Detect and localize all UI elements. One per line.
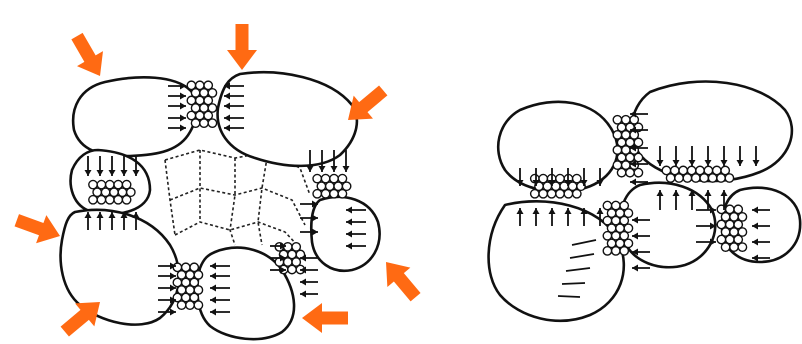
orange-load-arrow	[375, 252, 428, 307]
pore-bubble	[321, 190, 329, 198]
grain-right	[311, 197, 379, 271]
pore-bubble	[556, 190, 564, 198]
pore-bubble	[531, 190, 539, 198]
r-contact-vertical-3	[717, 205, 746, 251]
grain-r-top	[632, 82, 792, 182]
contact-cluster-left	[89, 180, 135, 204]
r-contact-diagonal	[662, 166, 733, 182]
contact-cluster-bottom	[173, 263, 202, 309]
orange-load-arrow	[302, 303, 348, 333]
pore-bubble	[330, 190, 338, 198]
pore-bubble	[564, 190, 572, 198]
pore-bubble	[89, 196, 97, 204]
contact-cluster-top	[187, 81, 216, 127]
pore-bubble	[612, 247, 620, 255]
pore-bubble	[738, 243, 746, 251]
pore-bubble	[208, 119, 216, 127]
grain-top-left	[73, 77, 197, 156]
contact-cluster-right	[313, 174, 351, 198]
force-arrow	[300, 279, 318, 286]
pore-bubble	[603, 247, 611, 255]
force-arrow	[300, 291, 318, 298]
pore-bubble	[122, 196, 130, 204]
right-panel	[489, 82, 801, 321]
pore-bubble	[338, 190, 346, 198]
orange-load-arrow	[12, 206, 65, 250]
grain-r-center	[621, 183, 716, 267]
pore-bubble	[539, 190, 547, 198]
left-panel	[12, 24, 427, 343]
grain-bottom-left	[61, 210, 179, 325]
r-contact-horizontal	[531, 174, 586, 198]
pore-bubble	[114, 196, 122, 204]
r-contact-vertical-1	[613, 116, 642, 177]
pore-bubble	[313, 190, 321, 198]
orange-load-arrow	[64, 29, 113, 84]
pore-bubble	[194, 301, 202, 309]
force-arrow	[632, 265, 650, 272]
pore-bubble	[97, 196, 105, 204]
r-contact-vertical-2	[603, 201, 632, 255]
pore-bubble	[620, 247, 628, 255]
pore-bubble	[547, 190, 555, 198]
pore-bubble	[106, 196, 114, 204]
pore-bubble	[573, 190, 581, 198]
pore-bubble	[634, 168, 642, 176]
pore-bubble	[725, 174, 733, 182]
orange-load-arrow	[227, 24, 257, 70]
